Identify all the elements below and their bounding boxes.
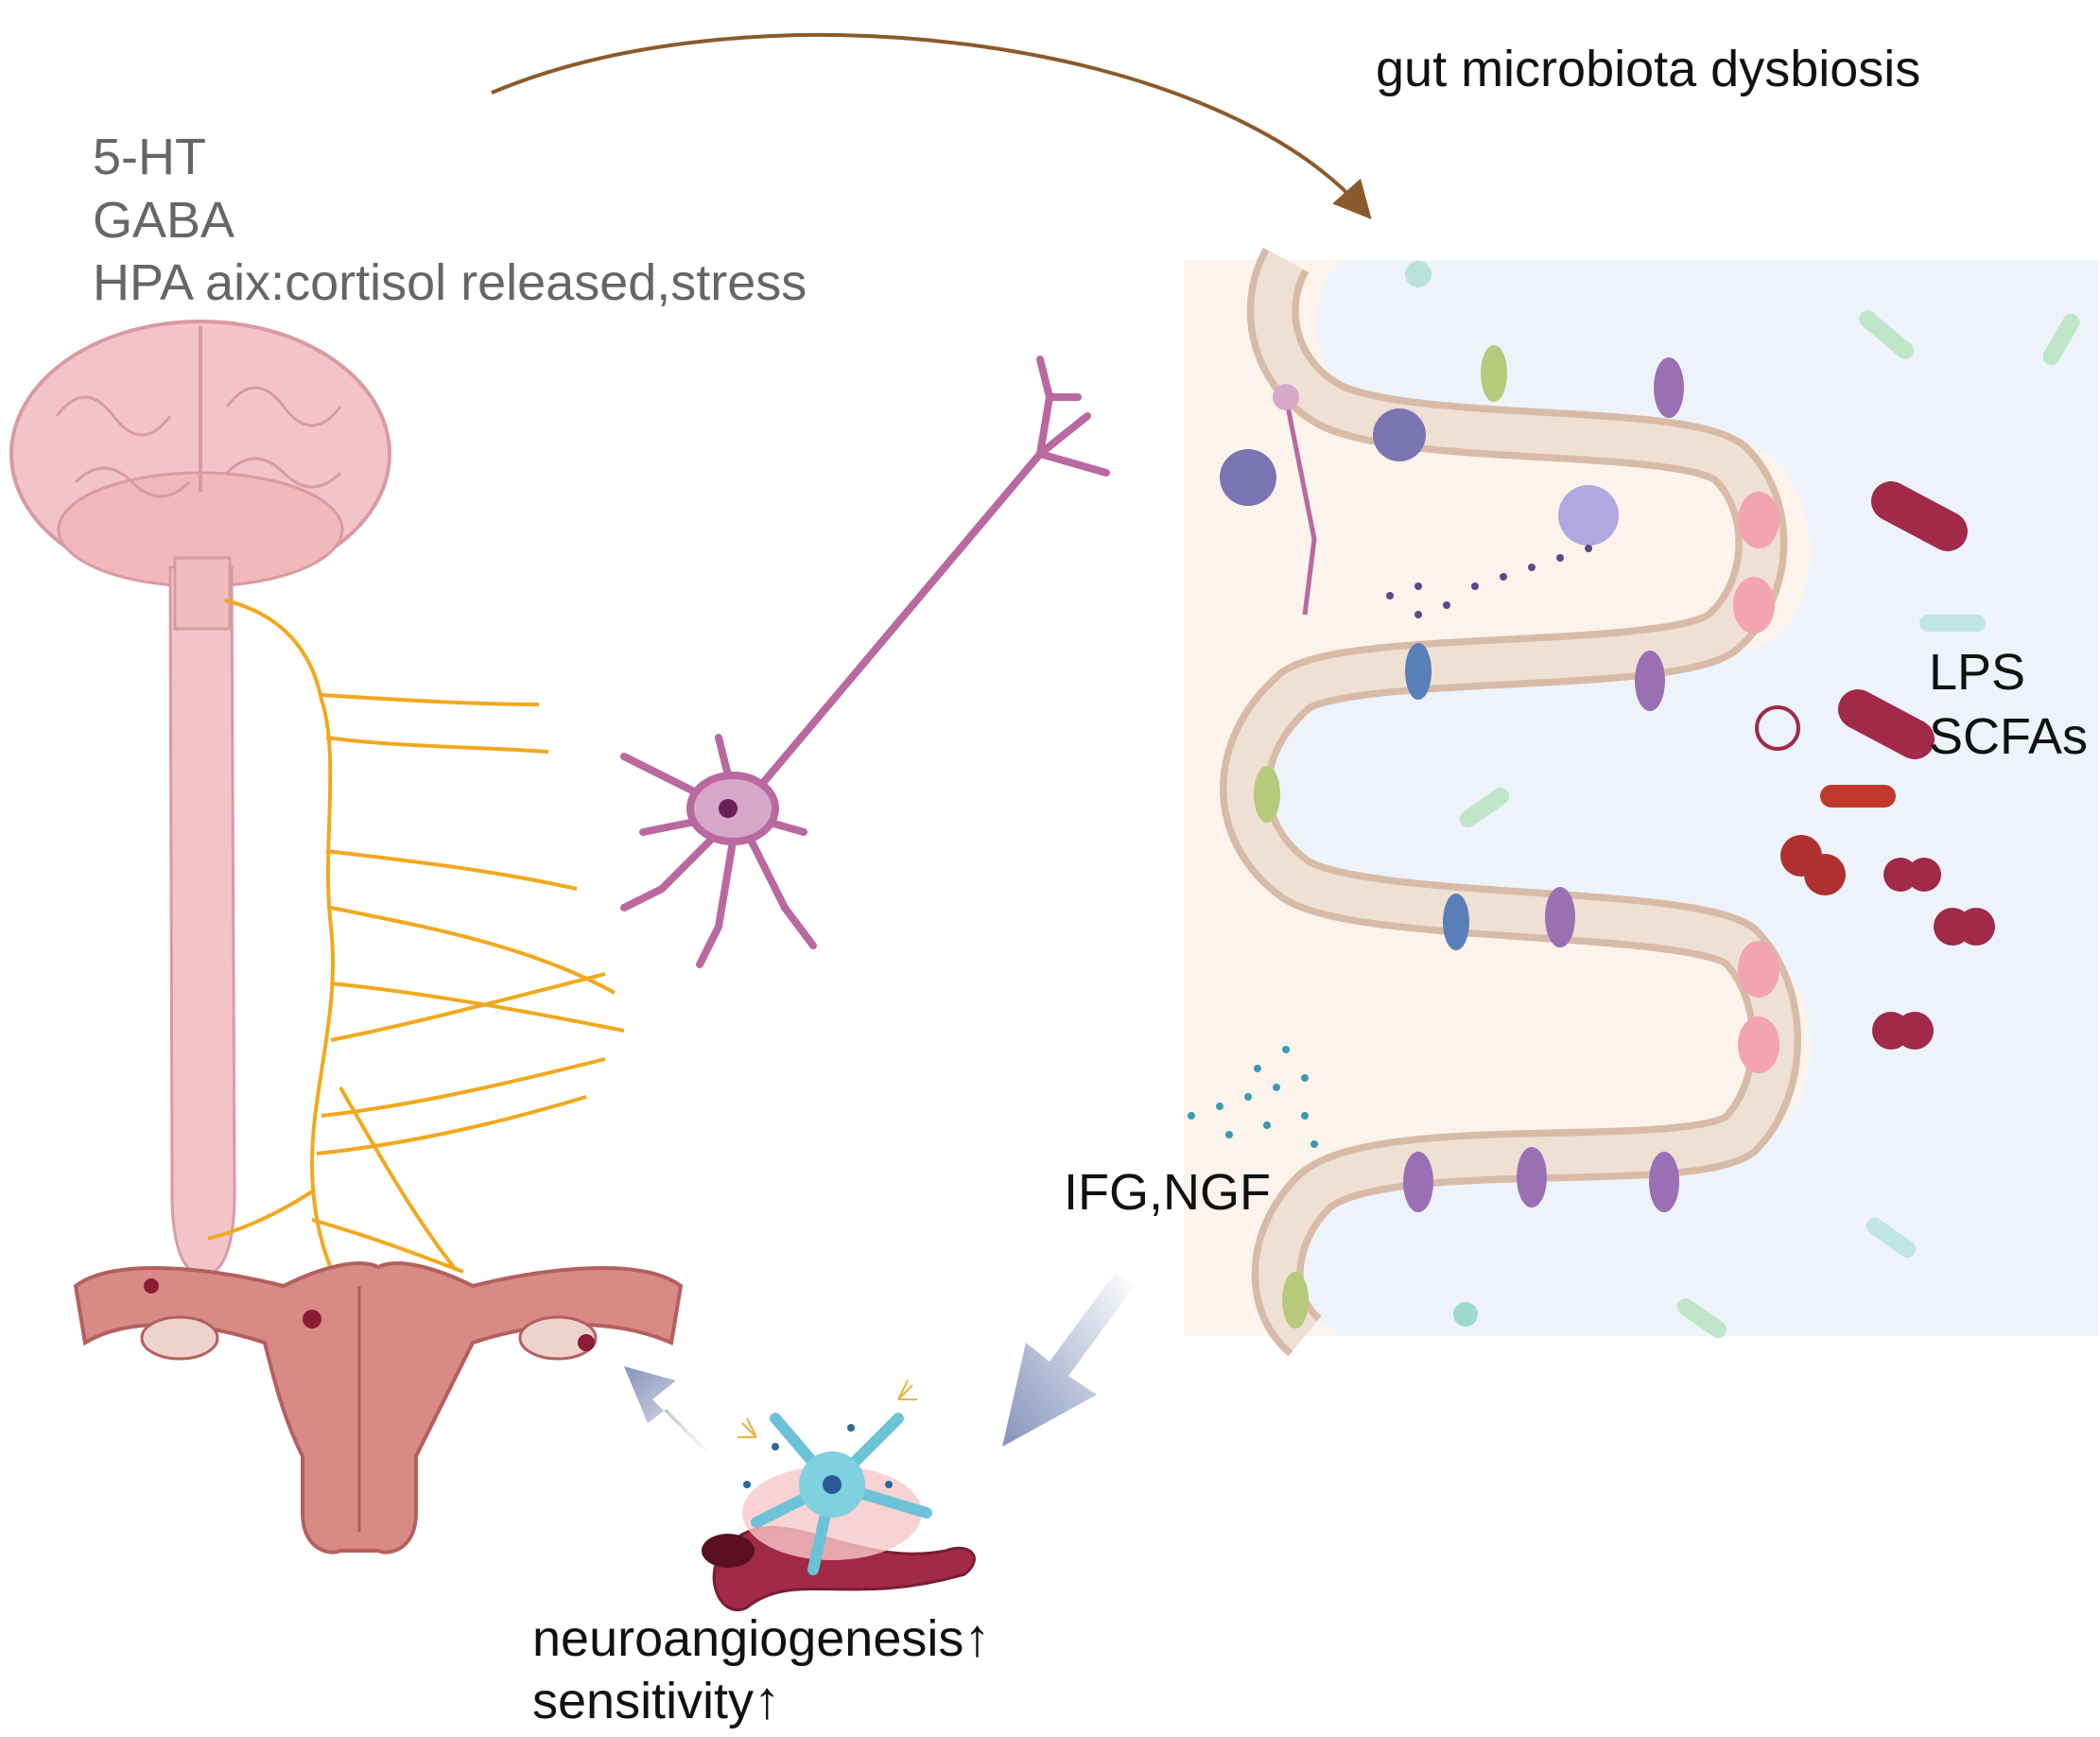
vessel-to-uterus-arrow [624,1366,714,1456]
nerve-plexus [207,599,625,1307]
brain-gut-arrow [491,33,1372,219]
neuron-icon [620,356,1110,968]
growth-factors-label: IFG,NGF [1064,1164,1271,1221]
brain-icon [9,320,391,588]
gut-to-vessel-arrow [1002,1272,1135,1447]
growth-factor-dots [1188,1046,1318,1148]
hpa-axis-label: HPA aix:cortisol released,stress [93,254,807,311]
sensitivity-label: sensitivity↑ [532,1670,780,1730]
vessel-icon [702,1380,976,1611]
gut-title: gut microbiota dysbiosis [1376,41,1921,97]
neurotransmitter-gaba: GABA [93,192,235,249]
up-arrow-icon: ↑ [963,1607,991,1667]
neuroangiogenesis-text: neuroangiogenesis [532,1610,964,1667]
lps-label: LPS [1929,644,2026,701]
bacteria-icon [1405,261,2080,1339]
neurotransmitter-5ht: 5-HT [93,129,206,185]
scfas-label: SCFAs [1929,708,2089,765]
neuroangiogenesis-label: neuroangiogenesis↑ [532,1607,990,1668]
uterus-icon [73,1261,684,1555]
spinal-cord-icon [168,556,236,1278]
intestine-icon [1184,247,2099,1357]
cytokine-dots [1386,545,1592,618]
immune-cells [1220,384,1619,616]
up-arrow-icon: ↑ [754,1670,781,1729]
sensitivity-text: sensitivity [532,1673,755,1729]
